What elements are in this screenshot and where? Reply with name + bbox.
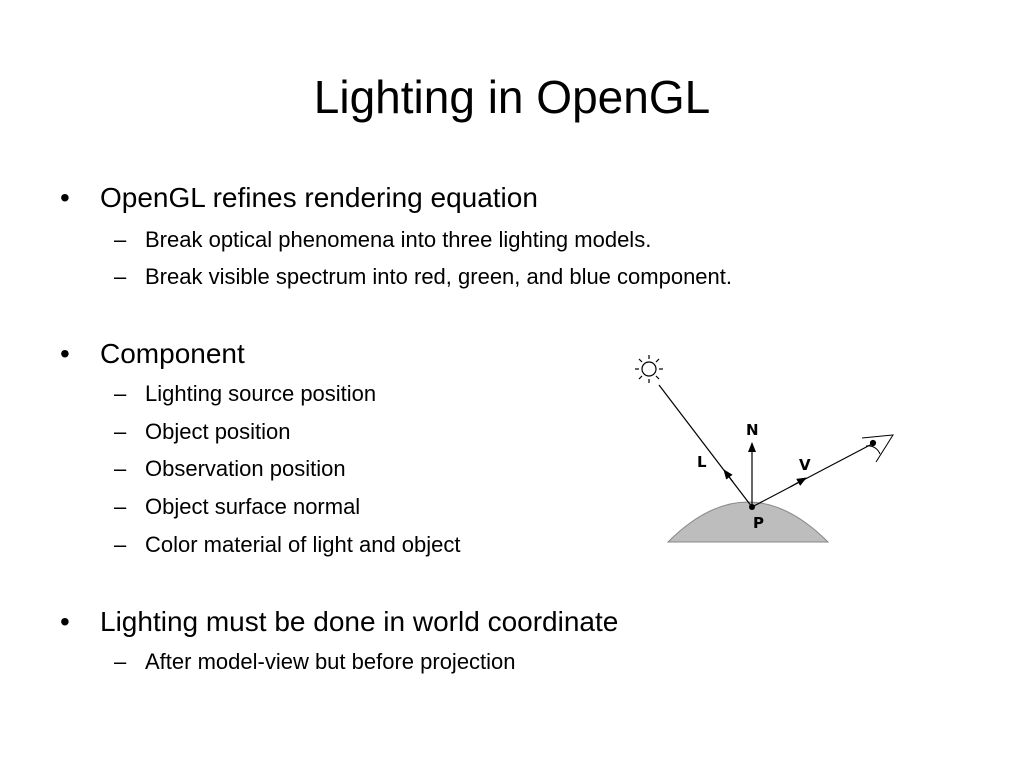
view-vector-arrow <box>789 477 807 488</box>
bullet-marker: • <box>60 338 70 369</box>
bullet-text: Lighting must be done in world coordinat… <box>100 606 619 637</box>
bullet-marker: • <box>60 182 70 213</box>
bullet-text: Component <box>100 338 245 369</box>
sub-bullet-text: Break visible spectrum into red, green, … <box>145 264 732 289</box>
label-view: V <box>799 456 811 474</box>
view-vector-line <box>751 443 873 508</box>
dash-marker: – <box>114 456 127 481</box>
dash-marker: – <box>114 227 127 252</box>
sub-bullet-text: Object position <box>145 419 291 444</box>
object-surface <box>666 501 830 543</box>
sub-bullet-text: Break optical phenomena into three light… <box>145 227 652 252</box>
surface-point <box>749 504 755 510</box>
sub-bullet-text: After model-view but before projection <box>145 649 516 674</box>
sub-bullet-text: Object surface normal <box>145 494 361 519</box>
dash-marker: – <box>114 419 127 444</box>
dash-marker: – <box>114 264 127 289</box>
dash-marker: – <box>114 494 127 519</box>
dash-marker: – <box>114 532 127 557</box>
bullet-marker: • <box>60 606 70 637</box>
label-normal: N <box>746 421 759 439</box>
sub-bullet-text: Color material of light and object <box>145 532 461 557</box>
light-vector-line <box>658 384 753 508</box>
lighting-diagram: L N V P <box>635 355 894 543</box>
dash-marker: – <box>114 381 127 406</box>
eye-icon <box>861 434 894 463</box>
sub-bullet-text: Observation position <box>145 456 346 481</box>
sub-bullet-text: Lighting source position <box>145 381 377 406</box>
bullet-text: OpenGL refines rendering equation <box>100 182 538 213</box>
sun-icon <box>635 355 663 383</box>
dash-marker: – <box>114 649 127 674</box>
light-vector-arrow <box>723 469 734 483</box>
slide-title: Lighting in OpenGL <box>313 71 711 123</box>
label-light: L <box>697 453 707 471</box>
label-point: P <box>753 514 764 532</box>
